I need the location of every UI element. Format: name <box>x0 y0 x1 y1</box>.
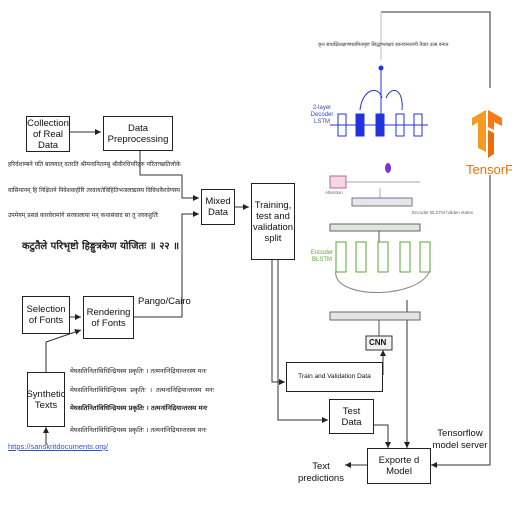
train-validation-data-box: Train and Validation Data <box>286 362 383 392</box>
test-data-box: Test Data <box>329 399 374 434</box>
encoder-states-bar <box>351 197 413 207</box>
encoder-cell-4 <box>399 241 411 273</box>
pango-cairo-label: Pango/Cairo <box>138 296 191 307</box>
tensorflow-wordmark: TensorFlow <box>466 162 512 177</box>
encoder-bar <box>329 223 421 232</box>
cnn-label: CNN <box>369 338 387 347</box>
arrow-split-to-trainval <box>271 260 285 385</box>
preprocessing-label: Data Preprocessing <box>107 122 169 145</box>
real-text-line-3: उपमेयम् प्रसन्नं कारवेरामांगे सरकालाया म… <box>8 212 159 219</box>
selection-label: Selection of Fonts <box>26 304 66 326</box>
real-text-line-1: हरिर्दशाम्बने यति बालयात् वतरति श्रीमन्द… <box>8 161 181 168</box>
data-preprocessing-box: Data Preprocessing <box>103 116 173 151</box>
synthetic-text-line-1: मेघसतिनितांविधिन्द्रियस्य प्रकृतिः । तत्… <box>70 367 207 375</box>
text-predictions-label: Text predictions <box>298 461 344 484</box>
arrow-rendering-to-mixed <box>134 211 199 318</box>
arrow-top-to-server <box>381 11 491 88</box>
synthetic-label: Synthetic Texts <box>26 388 66 411</box>
attention-label: Attention <box>325 190 343 195</box>
output-text: कृत साधक्षितक्षाणमप्रमितमृष्टः सिद्धाश्ल… <box>318 42 449 48</box>
synthetic-texts-box: Synthetic Texts <box>26 372 66 427</box>
mixed-label: Mixed Data <box>205 196 231 218</box>
synthetic-text-line-4: मेघसतिनितांविधिन्द्रियस्य प्रकृतिः । तत्… <box>70 426 207 434</box>
collection-of-real-data-box: Collection of Real Data <box>26 116 70 152</box>
decoder-label: 2-layer Decoder LSTM <box>310 105 334 125</box>
tensorflow-logo <box>472 110 502 158</box>
source-link[interactable]: https://sanskritdocuments.org/ <box>8 442 109 451</box>
train-validation-label: Train and Validation Data <box>298 373 371 380</box>
arrow-test-to-exported <box>374 424 391 448</box>
training-split-box: Training, test and validation split <box>251 183 295 260</box>
rendering-of-fonts-box: Rendering of Fonts <box>83 296 134 339</box>
encoder-label: Encoder BLSTM <box>310 250 334 263</box>
test-label: Test Data <box>341 405 362 428</box>
arrow-split-to-test <box>277 260 328 423</box>
tensorflow-server-label: Tensorflow model server <box>432 428 488 451</box>
arrow-preprocessing-to-mixed <box>139 151 199 201</box>
mixed-data-box: Mixed Data <box>201 189 235 225</box>
network-diagram <box>329 12 431 351</box>
selection-of-fonts-box: Selection of Fonts <box>22 296 70 334</box>
exported-label: Exporte d Model <box>378 455 420 477</box>
encoder-cell-3 <box>377 241 389 273</box>
split-label: Training, test and validation split <box>252 199 294 244</box>
encoder-states-label: Encoder BLSTM hidden states <box>412 210 474 215</box>
arrow-synthetic-up <box>45 329 82 343</box>
synthetic-text-line-3: मेघसतिनितांविधिन्द्रियस्य प्रकृतिः । तत्… <box>70 404 208 412</box>
rendering-label: Rendering of Fonts <box>86 306 131 329</box>
synthetic-text-line-2: मेघसतिनितांविधिन्द्रियस्य प्रकृतिः । तत्… <box>70 386 214 394</box>
encoder-cell-1 <box>335 241 347 273</box>
tensorflow-wordmark-text: TensorFlow <box>466 162 512 177</box>
collection-label: Collection of Real Data <box>27 117 69 151</box>
arrow-server-to-exported <box>431 175 491 468</box>
exported-model-box: Exporte d Model <box>367 448 431 484</box>
real-text-line-2: वासिमानम् हि निक्षितने निवेशवाहीरि तरवाय… <box>8 187 180 194</box>
attention-block <box>329 175 347 189</box>
cnn-feature-bar <box>329 311 421 321</box>
encoder-cell-2 <box>355 241 367 273</box>
encoder-cell-5 <box>419 241 431 273</box>
real-text-line-4: कटुतैले परिभृष्टो हिङ्गुत्रकेण योजितः ॥ … <box>22 241 180 252</box>
